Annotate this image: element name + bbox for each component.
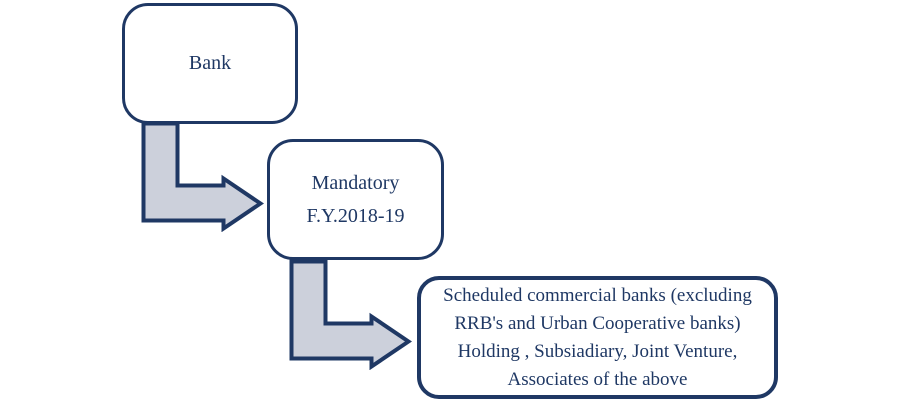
bent-arrow-down-right-icon bbox=[289, 259, 412, 370]
node-mandatory: Mandatory F.Y.2018-19 bbox=[267, 139, 444, 260]
node-bank-label: Bank bbox=[188, 52, 232, 74]
node-mandatory-label-line-1: Mandatory bbox=[311, 171, 400, 194]
node-scheduled-banks-label-line-2: RRB's and Urban Cooperative banks) bbox=[454, 312, 741, 334]
node-scheduled-banks: Scheduled commercial banks (excluding RR… bbox=[417, 276, 778, 399]
node-scheduled-banks-label-line-3: Holding , Subsiadiary, Joint Venture, bbox=[457, 340, 738, 362]
node-scheduled-banks-label-line-1: Scheduled commercial banks (excluding bbox=[443, 284, 752, 306]
node-scheduled-banks-label-line-4: Associates of the above bbox=[507, 368, 688, 390]
bent-arrow-down-right-icon bbox=[141, 121, 264, 232]
node-bank: Bank bbox=[122, 3, 298, 124]
bent-arrow-shape bbox=[289, 259, 412, 370]
bent-arrow-shape bbox=[141, 121, 264, 232]
node-mandatory-label-line-2: F.Y.2018-19 bbox=[306, 204, 405, 227]
